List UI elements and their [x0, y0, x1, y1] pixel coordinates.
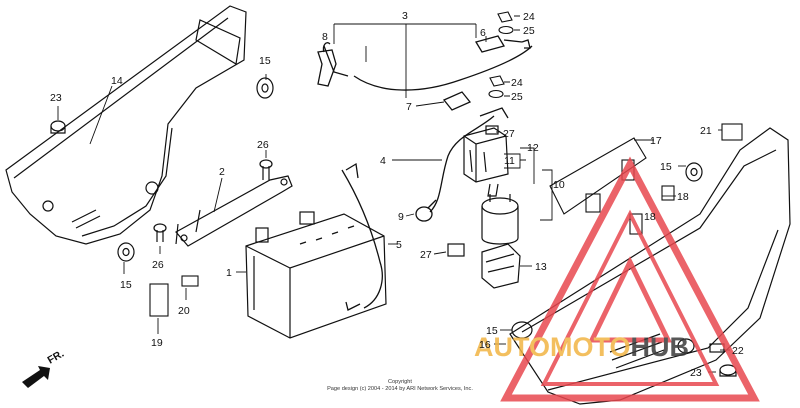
callout-15: 15	[259, 55, 271, 67]
watermark-text-b: HUB	[631, 332, 690, 362]
callout-21: 21	[700, 125, 712, 137]
callout-15: 15	[486, 325, 498, 337]
callout-17: 17	[650, 135, 662, 147]
callout-24: 24	[523, 11, 535, 23]
callout-15: 15	[660, 161, 672, 173]
relay-rubber-cover	[481, 243, 521, 289]
fuse-27	[447, 125, 499, 257]
label-sheets	[149, 275, 199, 317]
nut-washer-stack	[488, 11, 514, 99]
grommet-lower-left	[117, 242, 135, 262]
bolt-26-upper	[259, 159, 273, 180]
callout-26: 26	[152, 259, 164, 271]
callout-1: 1	[226, 267, 232, 279]
callout-8: 8	[322, 31, 328, 43]
watermark-logo: AUTOMOTOHUB	[474, 156, 760, 402]
callout-13: 13	[535, 261, 547, 273]
callout-18: 18	[644, 211, 656, 223]
front-direction-label: FR.	[46, 348, 67, 367]
leader-lines	[57, 15, 730, 373]
bolt-upper-left	[50, 120, 66, 134]
callout-11: 11	[504, 155, 515, 167]
callout-6: 6	[480, 27, 486, 39]
callout-24: 24	[511, 77, 523, 89]
copyright-title: Copyright	[388, 379, 412, 385]
front-direction-arrow: FR.	[22, 348, 66, 388]
grommet-right	[685, 162, 703, 182]
callout-16: 16	[479, 339, 491, 351]
callout-4: 4	[380, 155, 386, 167]
callout-3: 3	[402, 10, 408, 22]
callout-23: 23	[50, 92, 62, 104]
relay-switch-body	[481, 194, 519, 245]
grommet-upper-left	[256, 77, 274, 99]
callout-9: 9	[398, 211, 404, 223]
callout-5: 5	[396, 239, 402, 251]
label-21	[721, 123, 743, 141]
callout-15: 15	[120, 279, 132, 291]
callout-27: 27	[503, 128, 515, 140]
callout-20: 20	[178, 305, 190, 317]
callout-23: 23	[690, 367, 702, 379]
copyright-notice: Page design (c) 2004 - 2014 by ARI Netwo…	[327, 386, 473, 392]
callout-10: 10	[553, 179, 565, 191]
right-side-cover	[509, 127, 791, 405]
callout-19: 19	[151, 337, 163, 349]
watermark-triangle-outer	[500, 156, 760, 402]
watermark-triangle-inner	[540, 209, 720, 386]
wire-harness	[317, 35, 533, 311]
watermark-triangle-center	[588, 256, 672, 343]
callout-7: 7	[406, 101, 412, 113]
callout-22: 22	[732, 345, 744, 357]
starter-relay	[463, 127, 509, 197]
callout-14: 14	[111, 75, 123, 87]
callout-25: 25	[511, 91, 523, 103]
callout-25: 25	[523, 25, 535, 37]
callout-2: 2	[219, 166, 225, 178]
battery-stay	[175, 175, 293, 247]
callout-27: 27	[420, 249, 432, 261]
callout-26: 26	[257, 139, 269, 151]
callout-12: 12	[527, 142, 539, 154]
bolt-26-lower	[153, 223, 167, 242]
svg-text:AUTOMOTOHUB: AUTOMOTOHUB	[474, 332, 689, 362]
callout-18: 18	[677, 191, 689, 203]
battery	[245, 211, 387, 339]
callout-labels: 3 8 6 24 25 24 25 14 15 23 7 27 11 12 26…	[50, 10, 744, 379]
watermark-text-a: AUTOMOTO	[474, 332, 631, 362]
left-side-cover	[5, 5, 247, 245]
